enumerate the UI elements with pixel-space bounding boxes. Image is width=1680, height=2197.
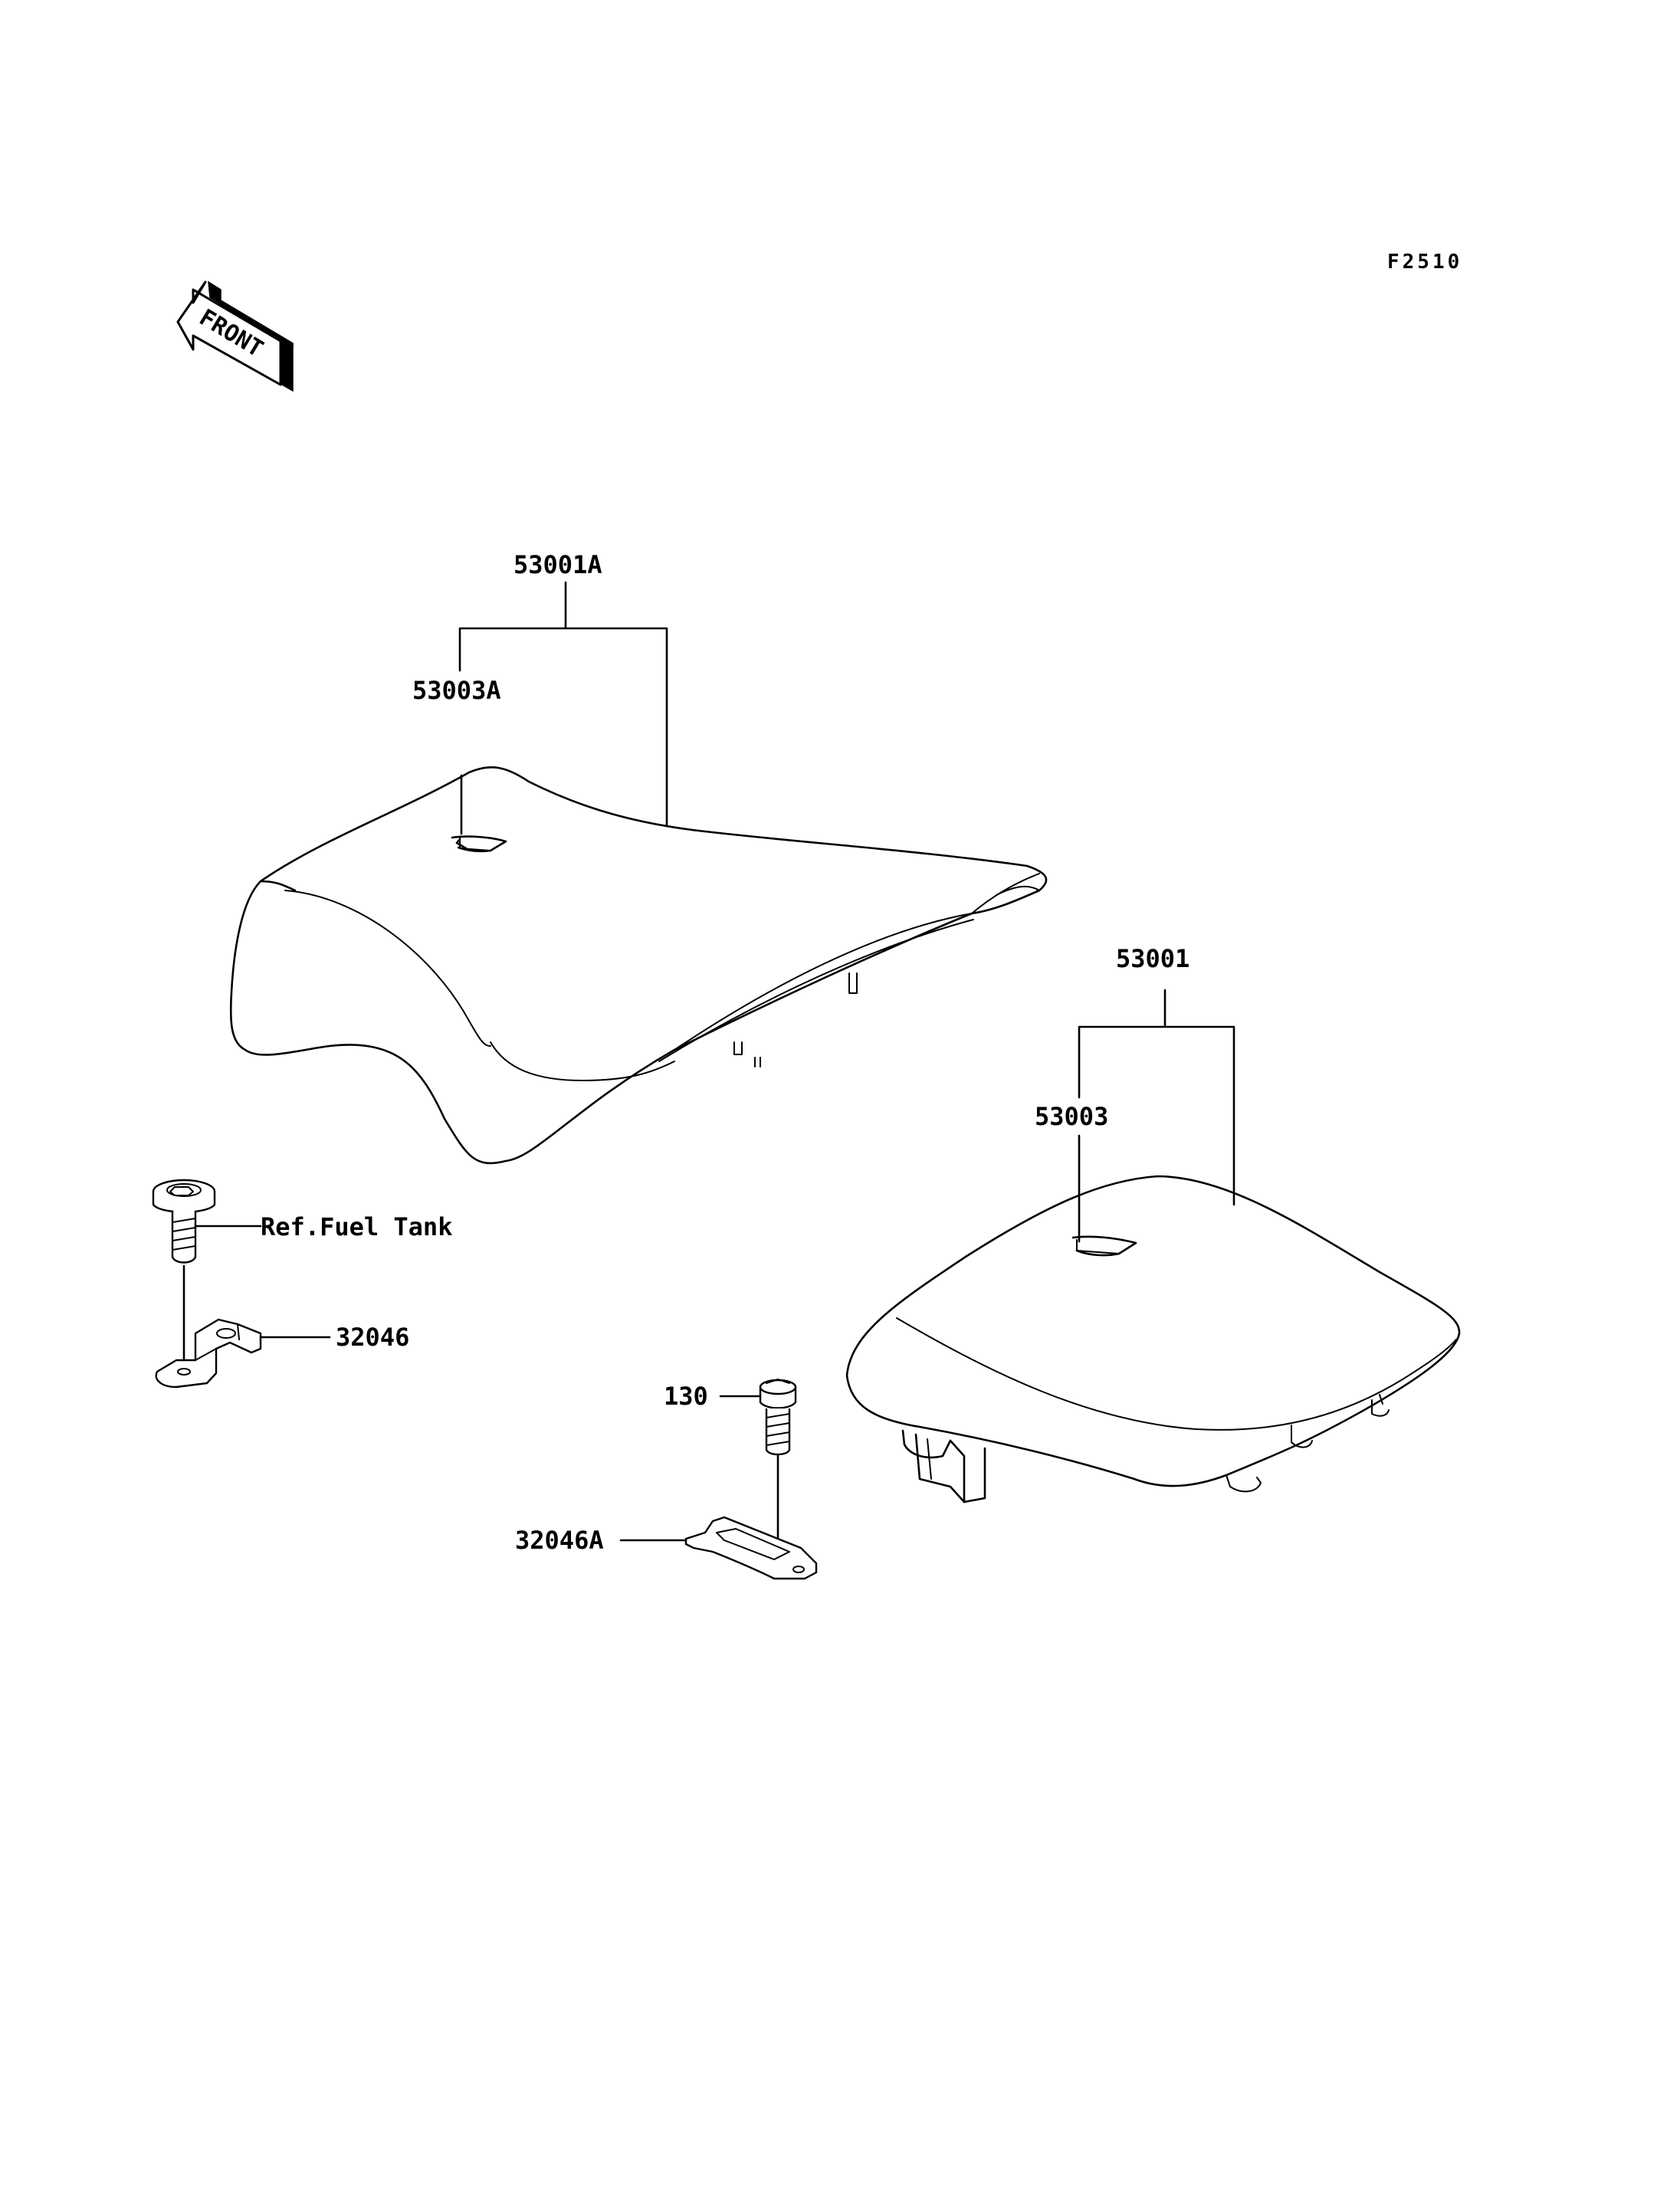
bracket-32046a — [619, 1516, 818, 1580]
diagram-code: F2510 — [1387, 251, 1462, 274]
bolt-front — [152, 1179, 262, 1362]
front-arrow-icon: FRONT — [176, 280, 294, 392]
front-seat — [229, 581, 1048, 1165]
label-ref-fuel-tank: Ref.Fuel Tank — [261, 1212, 452, 1241]
label-32046a: 32046A — [515, 1526, 604, 1555]
label-32046: 32046 — [336, 1323, 409, 1352]
label-53001: 53001 — [1116, 944, 1189, 973]
label-130: 130 — [664, 1382, 708, 1411]
label-53001a: 53001A — [514, 550, 602, 579]
label-53003: 53003 — [1035, 1102, 1108, 1131]
bracket-32046 — [155, 1318, 331, 1389]
label-53003a: 53003A — [412, 676, 501, 705]
rear-seat — [845, 989, 1461, 1503]
bolt-130 — [719, 1379, 797, 1565]
